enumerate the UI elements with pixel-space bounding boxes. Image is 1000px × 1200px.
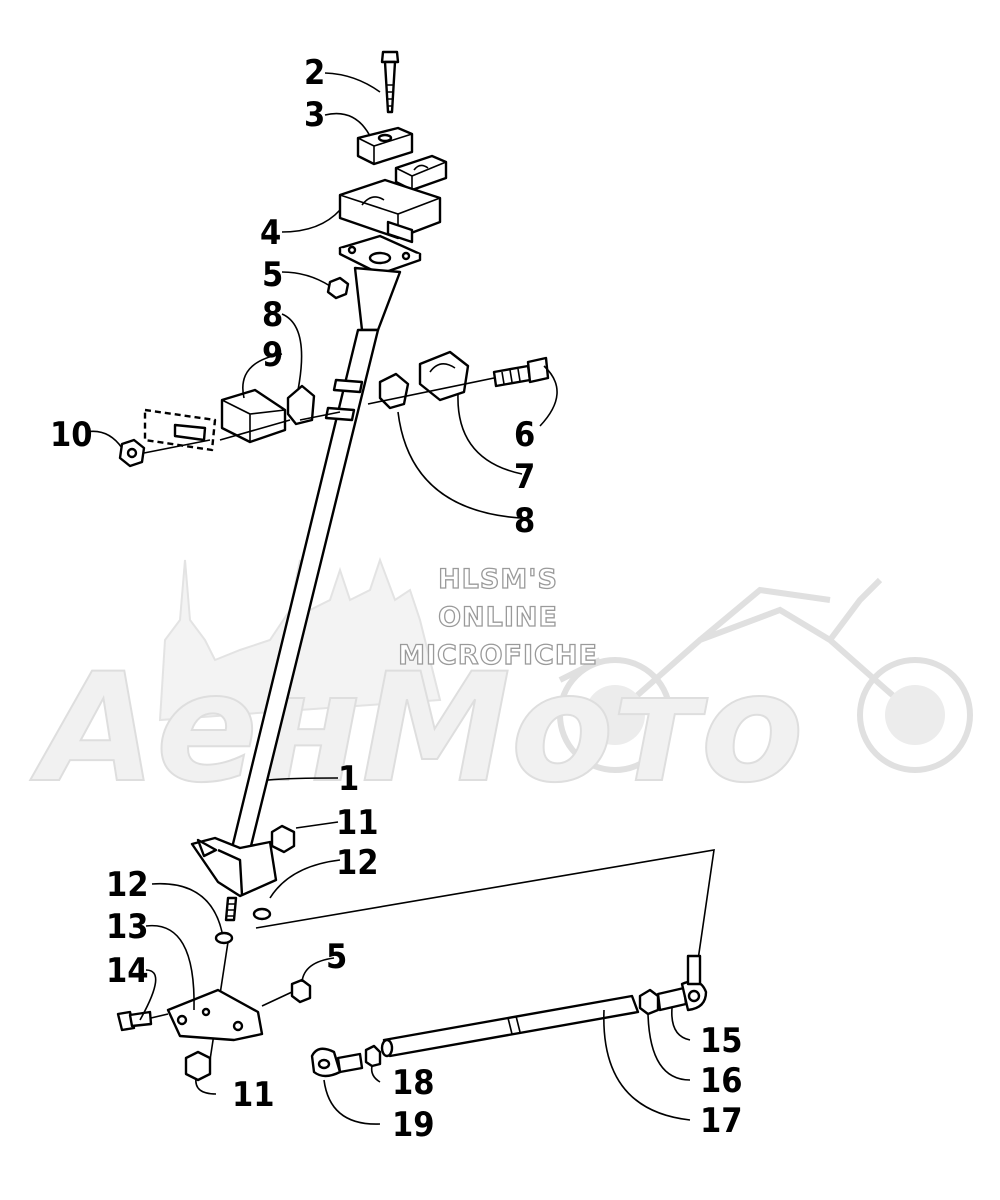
callout-16: 16 xyxy=(700,1061,743,1101)
callout-8-lower: 8 xyxy=(514,501,535,541)
column-top-plate xyxy=(338,234,422,276)
watermark-brand: АенМото xyxy=(30,642,804,816)
part-18-nut xyxy=(364,1044,382,1068)
callout-11-upper: 11 xyxy=(336,803,379,843)
callout-7: 7 xyxy=(514,457,535,497)
part-3-clamp-upper xyxy=(356,126,414,166)
watermark-line-3: MICROFICHE xyxy=(398,640,598,671)
callout-3: 3 xyxy=(304,95,325,135)
part-8-bushing-right xyxy=(378,372,410,410)
part-12-washer-right xyxy=(252,907,272,921)
part-4-clamp-block xyxy=(338,178,442,244)
callout-8-upper: 8 xyxy=(262,295,283,335)
callout-17: 17 xyxy=(700,1101,743,1141)
column-lower-bracket xyxy=(190,836,278,922)
part-11-nut-upper xyxy=(270,824,296,854)
part-13-bracket xyxy=(166,988,264,1042)
callout-1: 1 xyxy=(338,759,359,799)
callout-10: 10 xyxy=(50,415,93,455)
callout-18: 18 xyxy=(392,1063,435,1103)
part-11-nut-lower xyxy=(184,1050,212,1082)
callout-9: 9 xyxy=(262,335,283,375)
callout-12-left: 12 xyxy=(106,865,149,905)
callout-19: 19 xyxy=(392,1105,435,1145)
part-2-bolt xyxy=(380,50,400,114)
assembly-line-handlebar xyxy=(219,377,495,441)
callout-4: 4 xyxy=(260,213,281,253)
part-5-nut-lower xyxy=(261,978,312,1007)
part-10-nut xyxy=(118,438,211,468)
part-15-tie-rod-end xyxy=(656,954,708,1012)
part-9-handlebar-clamp-left xyxy=(220,388,287,444)
watermark-line-1: HLSM'S xyxy=(438,564,558,595)
part-7-handlebar-clamp-right xyxy=(418,350,470,402)
leader-lines xyxy=(85,72,691,1125)
watermark-graphics: АенМото HLSM'S ONLINE MICROFICHE xyxy=(29,557,973,817)
part-19-tie-rod-end xyxy=(310,1047,364,1078)
callout-15: 15 xyxy=(700,1021,743,1061)
callout-12-right: 12 xyxy=(336,843,379,883)
assembly-line-tierod xyxy=(255,849,715,961)
part-17-tie-rod xyxy=(380,994,640,1058)
part-8-bushing-left xyxy=(286,384,316,426)
callout-5-lower: 5 xyxy=(326,937,347,977)
part-10-handlebar-stub xyxy=(143,408,217,452)
callout-labels: 2 3 4 5 8 9 10 6 7 8 1 11 12 12 13 14 5 … xyxy=(50,53,743,1145)
watermark-motorcycle xyxy=(557,577,973,773)
part-12-washer-left xyxy=(214,931,234,945)
callout-2: 2 xyxy=(304,53,325,93)
callout-11-lower: 11 xyxy=(232,1075,275,1115)
part-5-nut-upper xyxy=(326,276,350,300)
part-3-clamp-upper-2 xyxy=(394,154,448,192)
callout-6: 6 xyxy=(514,415,535,455)
callout-13: 13 xyxy=(106,907,149,947)
callout-5-upper: 5 xyxy=(262,255,283,295)
callout-14: 14 xyxy=(106,951,149,991)
part-6-bolt xyxy=(492,356,550,388)
part-16-nut xyxy=(638,988,660,1016)
watermark-line-2: ONLINE xyxy=(438,602,558,633)
